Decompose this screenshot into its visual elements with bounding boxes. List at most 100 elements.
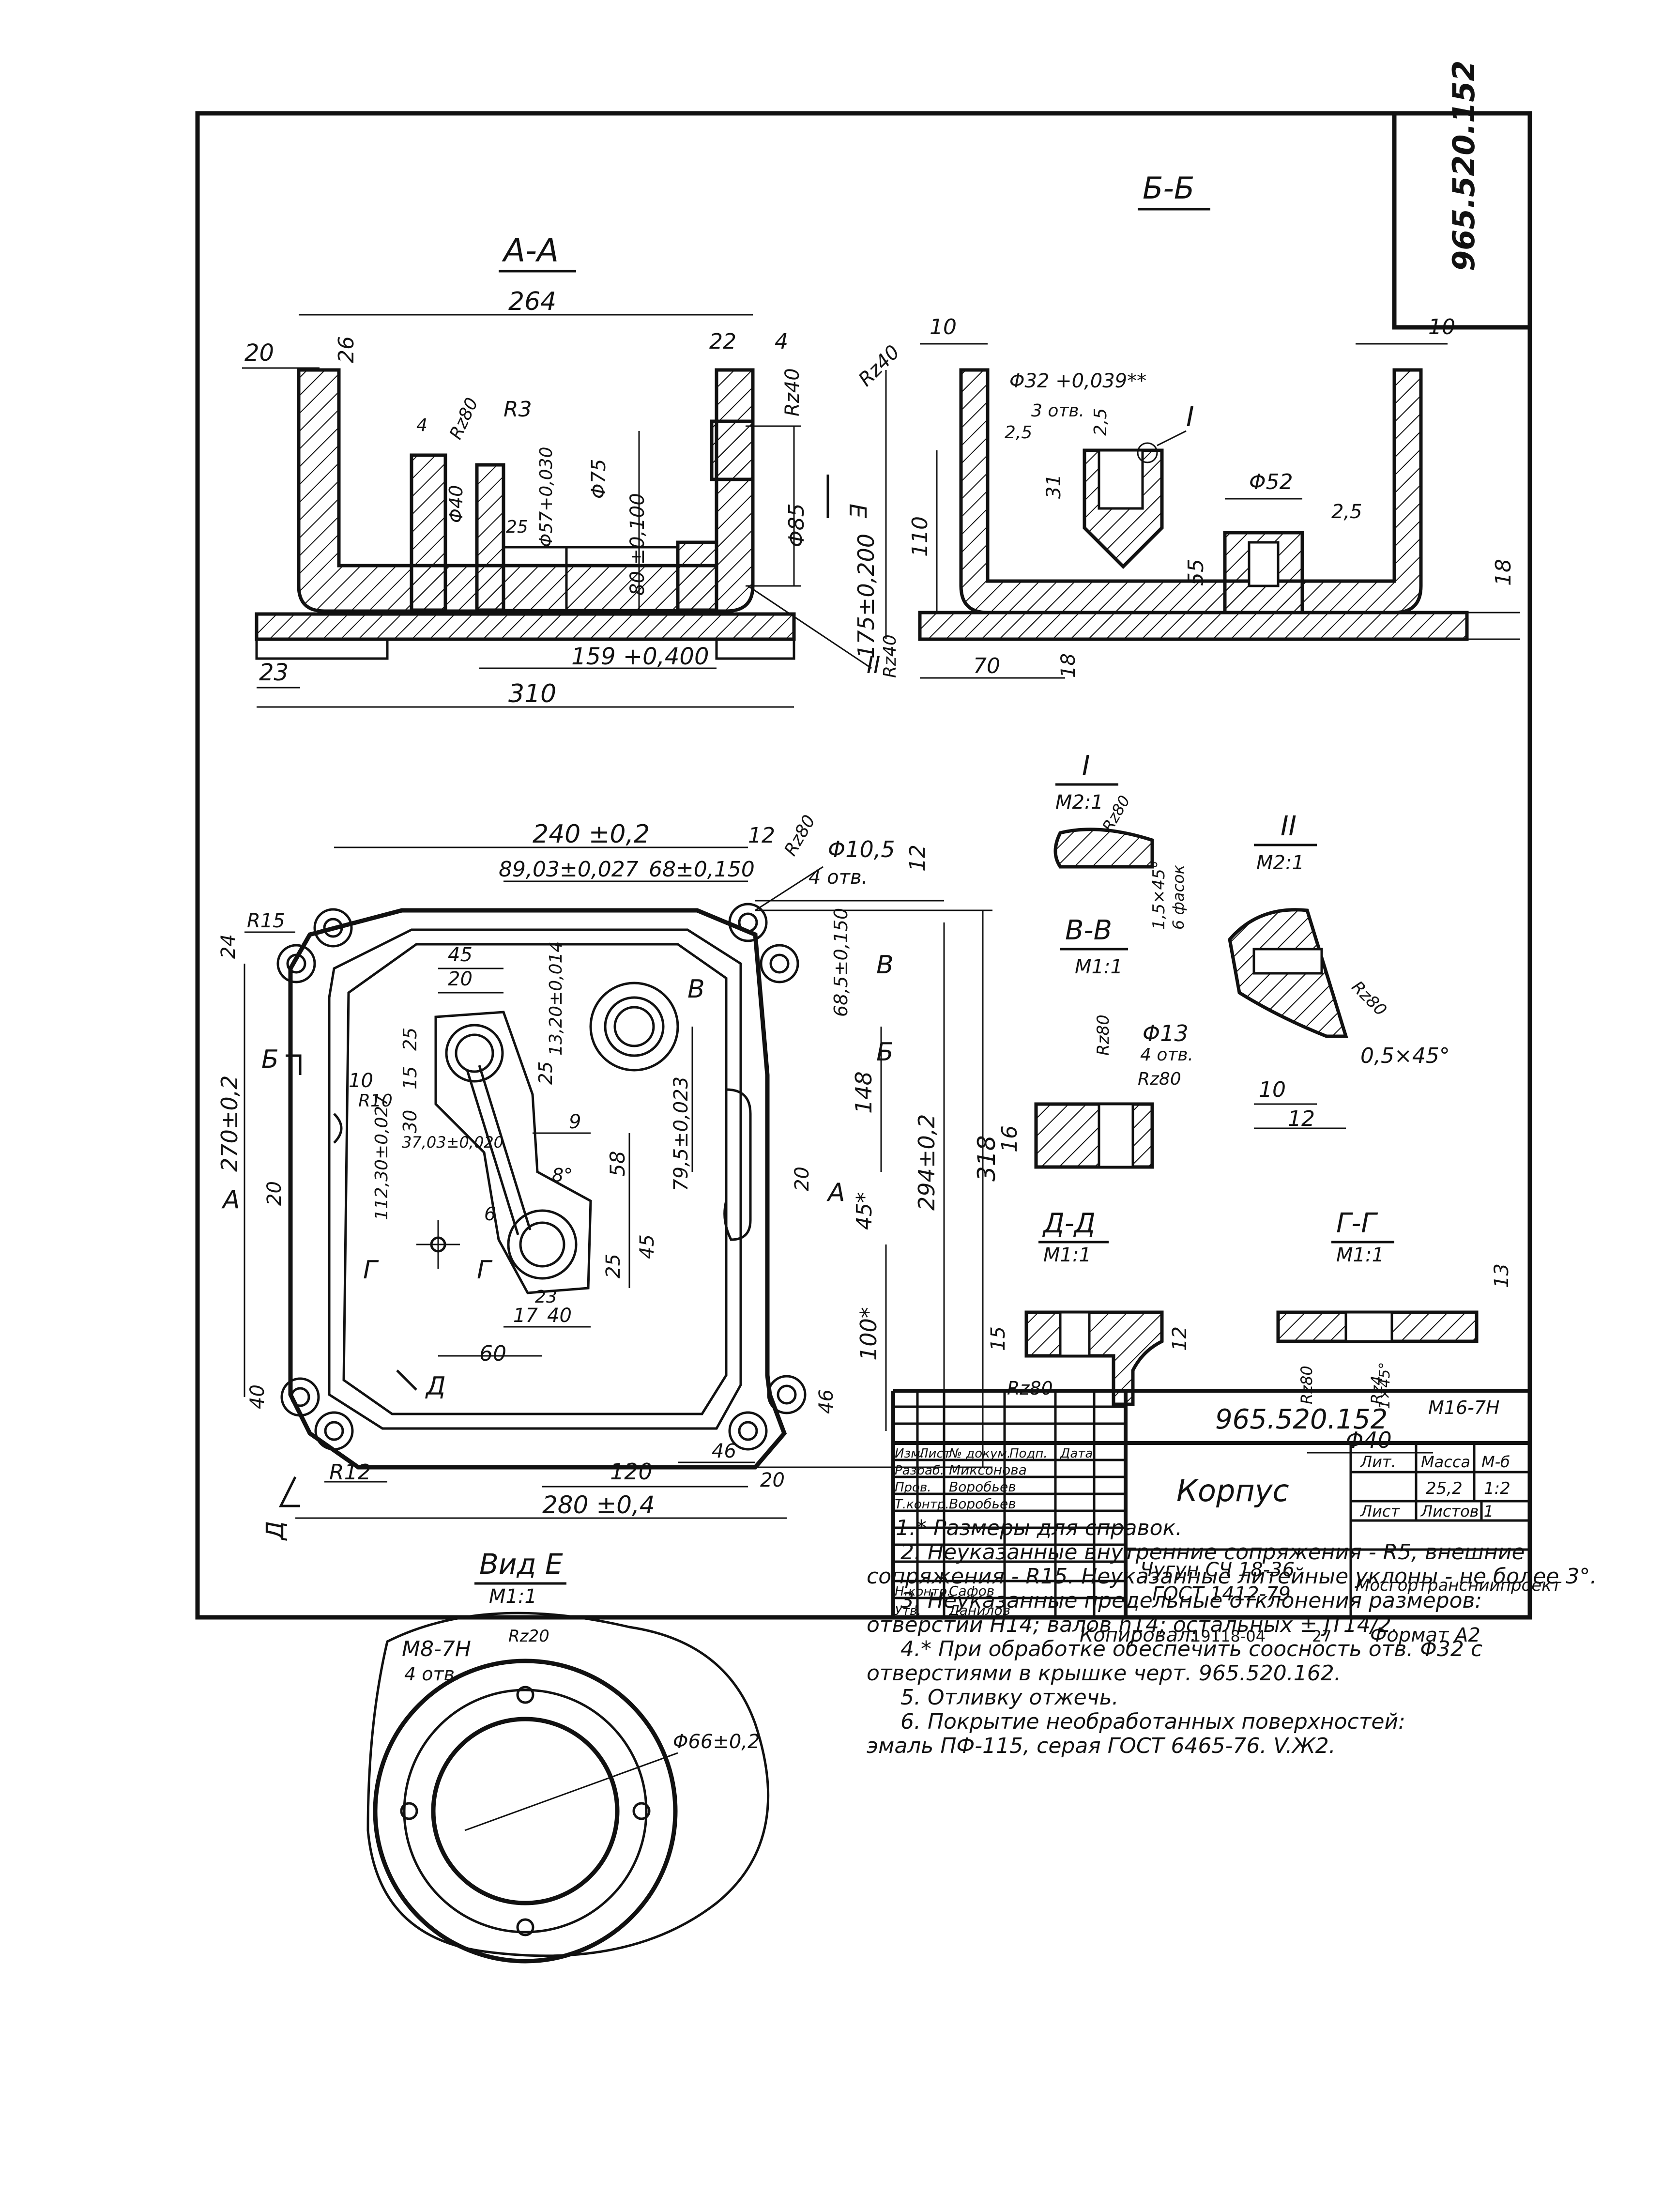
svg-text:4 отв.: 4 отв. <box>404 1663 460 1685</box>
svg-text:Rz80: Rz80 <box>1007 1378 1053 1399</box>
svg-text:22: 22 <box>709 329 736 354</box>
svg-text:58: 58 <box>606 1151 629 1177</box>
stamp-number: 965.520.152 <box>1446 61 1481 271</box>
svg-text:1:2: 1:2 <box>1484 1479 1510 1498</box>
svg-text:24: 24 <box>217 934 240 959</box>
bearing-boss-top <box>589 982 679 1072</box>
section-vv: В-В М1:1 Rz80 Φ13 4 отв. Rz80 16 <box>997 915 1193 1169</box>
svg-text:Φ52: Φ52 <box>1249 470 1293 494</box>
svg-text:23: 23 <box>535 1287 557 1307</box>
mounting-holes <box>276 903 807 1451</box>
svg-text:сопряжения - R15. Неуказанные: сопряжения - R15. Неуказанные литейные у… <box>867 1564 1597 1589</box>
svg-text:Изм.: Изм. <box>895 1446 924 1461</box>
svg-text:М1:1: М1:1 <box>1336 1244 1384 1266</box>
svg-text:25: 25 <box>602 1254 625 1278</box>
svg-text:отверстиями в крышке черт. 965: отверстиями в крышке черт. 965.520.162. <box>867 1661 1341 1686</box>
footer-format: Формат А2 <box>1370 1624 1480 1646</box>
footer-code: 19118-04 <box>1191 1627 1266 1645</box>
svg-text:R3: R3 <box>503 397 532 422</box>
svg-text:Данилов: Данилов <box>948 1602 1010 1618</box>
svg-text:Φ85: Φ85 <box>784 503 809 547</box>
svg-text:Φ66±0,2: Φ66±0,2 <box>673 1731 760 1753</box>
svg-text:1,5×45°: 1,5×45° <box>1149 860 1169 930</box>
svg-text:Rz40: Rz40 <box>781 368 804 416</box>
svg-text:Пров.: Пров. <box>895 1480 931 1495</box>
svg-text:20: 20 <box>760 1469 785 1491</box>
svg-text:1×45°: 1×45° <box>1376 1362 1393 1409</box>
svg-text:Φ40: Φ40 <box>445 485 467 523</box>
svg-text:Φ32 +0,039**: Φ32 +0,039** <box>1009 370 1146 392</box>
svg-text:R15: R15 <box>247 910 285 932</box>
svg-text:2,5: 2,5 <box>1331 501 1362 523</box>
material-line2: ГОСТ 1412-79 <box>1152 1583 1291 1605</box>
svg-text:110: 110 <box>908 516 932 557</box>
svg-text:А: А <box>221 1185 240 1214</box>
svg-text:55: 55 <box>1184 559 1208 586</box>
svg-text:112,30±0,027: 112,30±0,027 <box>372 1095 392 1220</box>
plan-view: 240 ±0,2 12 Rz80 Φ10,5 4 отв. 89,03±0,02… <box>216 812 1001 1541</box>
svg-text:280 ±0,4: 280 ±0,4 <box>542 1491 655 1519</box>
svg-text:Лист: Лист <box>918 1446 951 1461</box>
view-e: Вид Е М1:1 Rz20 М8-7Н 4 отв. Φ66±0,2 <box>366 1548 770 1964</box>
svg-text:Д: Д <box>425 1372 446 1401</box>
svg-text:31: 31 <box>1043 474 1065 499</box>
svg-text:№ докум.: № докум. <box>948 1446 1011 1461</box>
svg-text:5. Отливку отжечь.: 5. Отливку отжечь. <box>900 1685 1119 1710</box>
svg-text:20: 20 <box>791 1167 813 1191</box>
svg-text:120: 120 <box>610 1459 653 1485</box>
svg-text:Подп.: Подп. <box>1009 1446 1048 1461</box>
svg-text:25: 25 <box>535 1061 556 1085</box>
svg-text:Листов 1: Листов 1 <box>1420 1502 1494 1521</box>
svg-text:Масса: Масса <box>1421 1453 1470 1471</box>
svg-text:Воробьев: Воробьев <box>949 1496 1016 1512</box>
svg-text:9: 9 <box>569 1111 581 1133</box>
svg-text:Φ13: Φ13 <box>1143 1020 1189 1046</box>
svg-text:12: 12 <box>748 823 775 848</box>
svg-text:М1:1: М1:1 <box>1075 956 1123 978</box>
svg-text:310: 310 <box>508 679 556 708</box>
section-dd: Д-Д М1:1 15 12 Rz80 <box>987 1208 1191 1406</box>
svg-text:4.* При обработке обеспечить с: 4.* При обработке обеспечить соосность о… <box>900 1637 1482 1661</box>
svg-text:68±0,150: 68±0,150 <box>649 857 755 882</box>
svg-text:Г-Г: Г-Г <box>1336 1208 1378 1239</box>
svg-text:20: 20 <box>244 339 274 367</box>
svg-text:10: 10 <box>1428 315 1455 339</box>
svg-text:18: 18 <box>1057 653 1080 678</box>
svg-text:6. Покрытие необработанных пов: 6. Покрытие необработанных поверхностей: <box>900 1709 1405 1734</box>
svg-text:Г: Г <box>363 1256 379 1285</box>
svg-text:15: 15 <box>987 1326 1009 1351</box>
svg-text:Rz20: Rz20 <box>508 1627 549 1646</box>
svg-text:Мосгортрансниипроект: Мосгортрансниипроект <box>1356 1576 1562 1595</box>
svg-text:37,03±0,020: 37,03±0,020 <box>402 1133 503 1152</box>
svg-text:М8-7Н: М8-7Н <box>402 1637 471 1661</box>
svg-text:эмаль ПФ-115, серая ГОСТ 6465-: эмаль ПФ-115, серая ГОСТ 6465-76. V.Ж2. <box>867 1734 1336 1758</box>
svg-text:Б: Б <box>876 1038 894 1067</box>
svg-text:М1:1: М1:1 <box>1043 1244 1091 1266</box>
svg-text:10: 10 <box>930 315 957 339</box>
svg-text:4 отв.: 4 отв. <box>1140 1045 1193 1065</box>
svg-text:25,2: 25,2 <box>1426 1479 1463 1498</box>
detail-i: I М2:1 Rz80 1,5×45° 6 фасок <box>1053 750 1188 930</box>
detail-ii: II М2:1 Rz80 0,5×45° 10 12 <box>1228 811 1450 1131</box>
svg-text:R10: R10 <box>358 1091 393 1111</box>
svg-text:4: 4 <box>416 415 427 435</box>
svg-text:12: 12 <box>905 845 930 872</box>
svg-text:I: I <box>1186 401 1194 433</box>
svg-text:Дата: Дата <box>1060 1446 1093 1461</box>
svg-text:Rz80: Rz80 <box>1297 1366 1316 1404</box>
svg-text:175±0,200: 175±0,200 <box>853 534 879 659</box>
svg-text:45*: 45* <box>852 1192 877 1230</box>
svg-text:E: E <box>844 504 871 519</box>
svg-text:4: 4 <box>775 329 788 354</box>
svg-text:В: В <box>687 975 705 1004</box>
svg-text:М16-7Н: М16-7Н <box>1428 1397 1500 1418</box>
svg-text:17: 17 <box>513 1305 538 1327</box>
svg-text:8°: 8° <box>552 1165 573 1186</box>
svg-text:16: 16 <box>997 1125 1022 1152</box>
section-bb: Б-Б Rz40 10 10 Φ32 +0,039** 3 отв. 2,5 2… <box>853 170 1520 679</box>
svg-text:60: 60 <box>479 1341 506 1366</box>
bb-dimensions: Rz40 10 10 Φ32 +0,039** 3 отв. 2,5 2,5 I… <box>853 315 1520 679</box>
footer-copied: Копировал: <box>1080 1624 1197 1646</box>
